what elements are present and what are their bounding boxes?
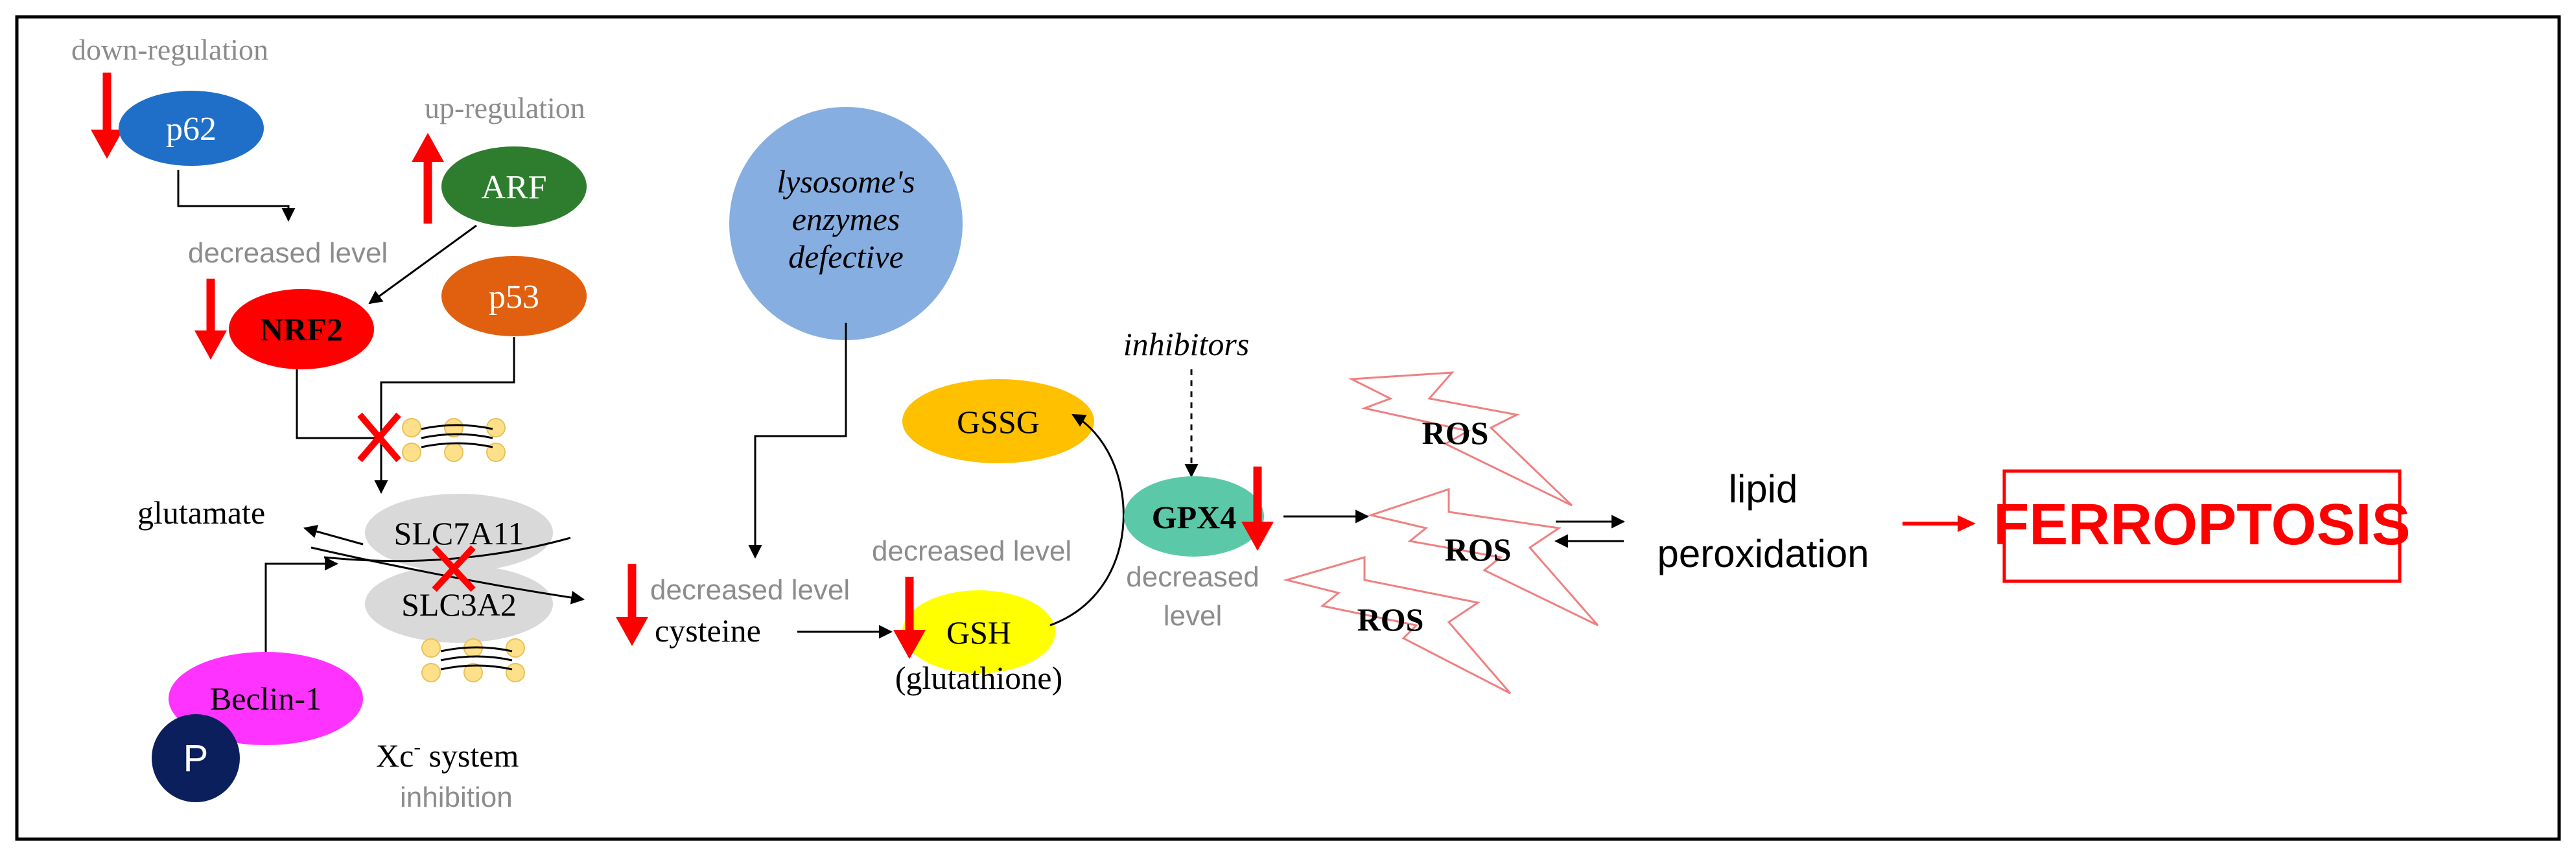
upper-membrane-lipids <box>402 418 506 462</box>
ros-bolt-2: ROS <box>1367 487 1599 627</box>
svg-text:enzymes: enzymes <box>792 201 900 237</box>
nrf2-decreased-label: decreased level <box>188 237 388 269</box>
svg-text:Beclin-1: Beclin-1 <box>210 680 322 717</box>
up-arrow-icon <box>412 133 444 224</box>
svg-text:FERROPTOSIS: FERROPTOSIS <box>1993 492 2410 557</box>
gpx4-decreased-line2: level <box>1164 600 1223 632</box>
up-regulation-label: up-regulation <box>425 91 585 124</box>
svg-text:p53: p53 <box>489 279 539 316</box>
svg-text:SLC7A11: SLC7A11 <box>394 515 524 551</box>
svg-text:GSSG: GSSG <box>957 404 1040 440</box>
gssg-node: GSSG <box>902 379 1094 463</box>
nrf2-to-xc-line <box>296 369 376 439</box>
gsh-down-arrow-icon <box>893 577 926 659</box>
lower-membrane-lipids <box>421 638 525 682</box>
p53-node: p53 <box>441 256 587 336</box>
lysosome-node: lysosome's enzymes defective <box>729 107 963 340</box>
glutamate-label: glutamate <box>137 494 265 531</box>
lysosome-to-cysteine-arrow <box>748 323 847 559</box>
ferroptosis-arrow-icon <box>1903 515 1976 532</box>
xc-inhibition-label: inhibition <box>400 781 513 813</box>
svg-text:SLC3A2: SLC3A2 <box>401 586 517 623</box>
nrf2-node: NRF2 <box>229 289 374 369</box>
figure-border <box>15 15 2561 841</box>
svg-text:p62: p62 <box>166 111 217 148</box>
ferroptosis-box: FERROPTOSIS <box>1993 469 2411 583</box>
svg-text:GPX4: GPX4 <box>1152 499 1237 535</box>
gpx4-node: GPX4 <box>1124 476 1264 557</box>
svg-text:NRF2: NRF2 <box>260 311 343 347</box>
gsh-decreased-label: decreased level <box>872 535 1071 567</box>
svg-text:defective: defective <box>788 238 904 275</box>
cysteine-down-arrow-icon <box>616 564 648 646</box>
nrf2-block-x-icon <box>357 412 401 463</box>
p53-to-xc-arrow <box>374 337 515 494</box>
p62-connector <box>177 170 296 222</box>
svg-text:GSH: GSH <box>946 614 1011 651</box>
glutamate-export-arrow <box>303 524 364 546</box>
cysteine-decreased-label: decreased level <box>650 574 850 606</box>
lipid-peroxidation-line1: lipid <box>1729 467 1798 511</box>
arf-to-nrf2-arrow <box>368 224 477 305</box>
xc-block-x-icon <box>432 545 476 592</box>
gpx4-down-arrow-icon <box>1241 467 1274 551</box>
glutathione-label: (glutathione) <box>895 660 1062 696</box>
svg-text:ARF: ARF <box>481 169 546 206</box>
svg-text:ROS: ROS <box>1357 601 1424 638</box>
down-arrow-icon <box>91 73 123 159</box>
slc3a2-node: SLC3A2 <box>365 565 553 643</box>
xc-system-label: Xc- system <box>376 735 519 774</box>
p62-node: p62 <box>119 91 264 166</box>
cysteine-label: cysteine <box>655 612 761 649</box>
lipid-peroxidation-line2: peroxidation <box>1657 532 1869 575</box>
gsh-node: GSH <box>902 590 1055 673</box>
inhibitors-label: inhibitors <box>1123 326 1249 362</box>
phospho-badge: P <box>152 714 240 802</box>
beclin-to-xc-arrow <box>264 557 339 654</box>
svg-text:lysosome's: lysosome's <box>777 163 915 200</box>
ros-bolt-3: ROS <box>1283 556 1512 695</box>
svg-text:ROS: ROS <box>1445 531 1512 568</box>
svg-text:P: P <box>183 737 209 780</box>
xc-flux-curve-out <box>323 537 571 562</box>
arf-node: ARF <box>441 146 587 227</box>
svg-text:ROS: ROS <box>1422 415 1489 451</box>
nrf2-down-arrow-icon <box>194 279 227 360</box>
gsh-to-gssg-arrow <box>1049 413 1125 627</box>
down-regulation-label: down-regulation <box>71 33 268 66</box>
ros-bolt-1: ROS <box>1348 371 1573 507</box>
gpx4-decreased-line1: decreased <box>1126 561 1259 593</box>
